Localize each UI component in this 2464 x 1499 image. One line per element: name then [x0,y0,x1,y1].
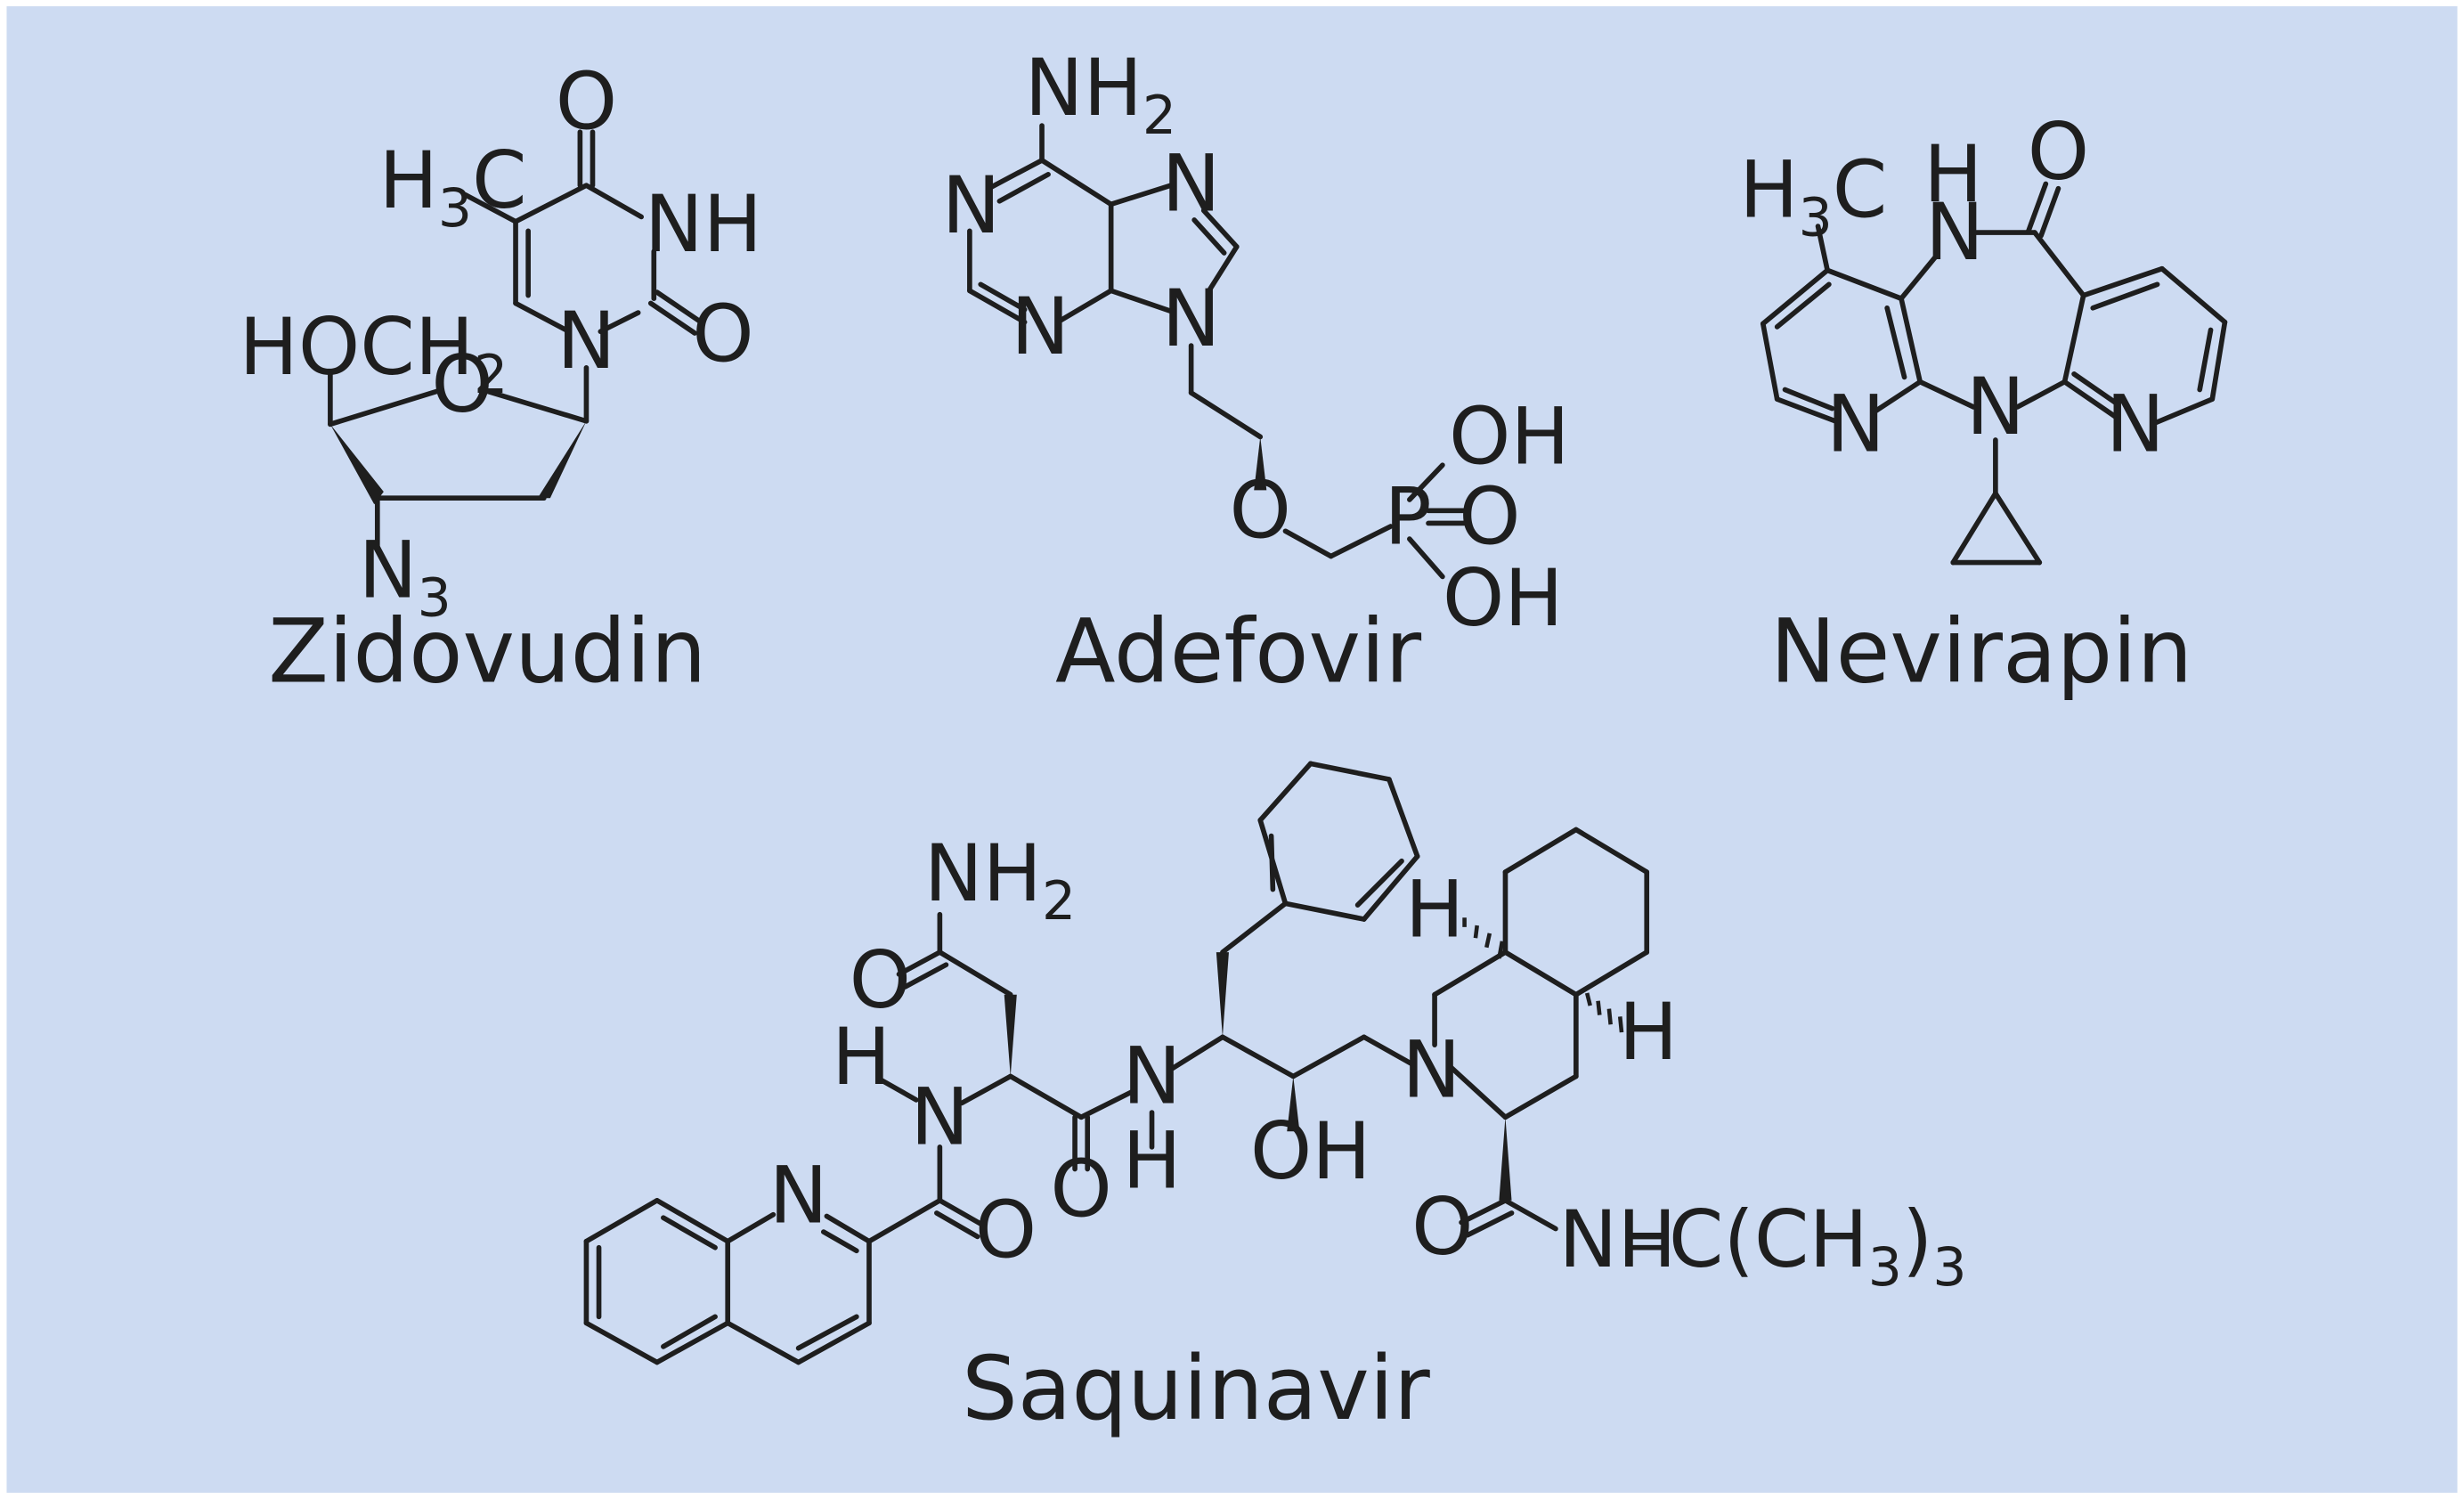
svg-text:HOCH2: HOCH2 [240,301,508,406]
svg-text:N: N [1162,273,1221,364]
zidovudin-structure: O NH O N O H3C HOCH2 N3 Zidovudin [240,56,762,704]
svg-text:N: N [2106,378,2165,469]
svg-text:H: H [1619,986,1678,1078]
svg-text:N: N [1403,1023,1461,1115]
svg-text:NH: NH [1558,1193,1676,1285]
svg-text:H3C: H3C [379,134,527,240]
svg-text:O: O [850,934,911,1026]
svg-text:N: N [557,295,615,387]
nevirapin-structure: H3C H N O N N N Nevirapin [1739,106,2228,704]
svg-text:H: H [1122,1115,1181,1207]
panel-background [6,6,2458,1493]
svg-text:OH: OH [1449,390,1570,482]
svg-text:N: N [1826,378,1885,469]
nevirapin-label: Nevirapin [1770,601,2192,704]
svg-text:OH: OH [1443,552,1564,644]
svg-text:C(CH3)3: C(CH3)3 [1669,1193,1967,1299]
svg-text:N: N [1123,1030,1182,1121]
svg-text:O: O [692,289,753,380]
svg-text:O: O [1411,1181,1473,1273]
svg-text:O: O [975,1184,1037,1275]
svg-text:N: N [1011,281,1069,372]
svg-text:P: P [1384,470,1431,562]
svg-text:OH: OH [1250,1105,1371,1197]
svg-text:N: N [1925,186,1984,278]
zidovudin-label: Zidovudin [268,601,706,704]
svg-text:N: N [1966,361,2025,452]
svg-text:H: H [832,1011,890,1103]
svg-text:NH: NH [645,178,762,270]
saquinavir-label: Saquinavir [962,1338,1430,1440]
svg-text:N: N [910,1071,969,1162]
svg-text:H: H [1923,128,1982,220]
adefovir-label: Adefovir [1055,601,1421,704]
svg-text:O: O [431,338,492,430]
svg-text:O: O [1459,470,1520,562]
svg-text:O: O [2028,106,2089,198]
svg-text:H3C: H3C [1739,143,1887,248]
svg-text:O: O [1050,1143,1111,1234]
svg-text:N: N [1162,137,1221,229]
svg-text:O: O [556,56,617,148]
svg-text:H: H [1405,863,1464,955]
svg-text:N: N [942,159,1001,251]
svg-text:N: N [769,1150,828,1242]
svg-text:O: O [1230,464,1291,556]
